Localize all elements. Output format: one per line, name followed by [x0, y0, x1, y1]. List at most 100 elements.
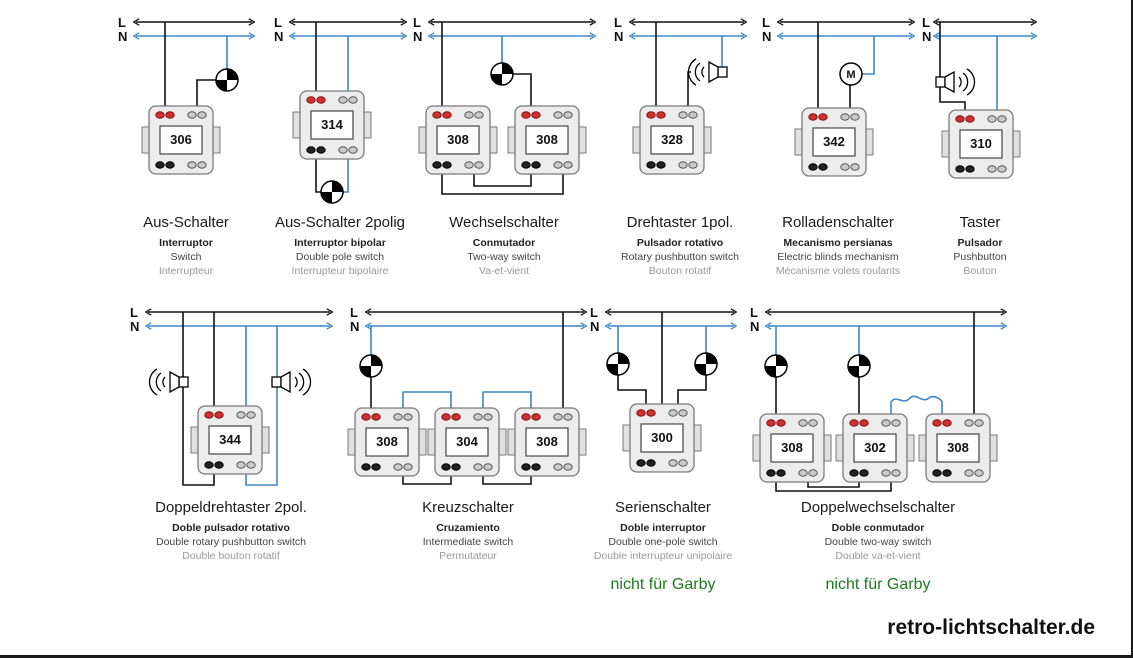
l-label: L — [922, 15, 930, 30]
subtitle-fr: Permutateur — [439, 549, 497, 562]
circuit-taster: L N 310 — [922, 15, 1044, 179]
lamp-icon — [215, 68, 239, 92]
subtitle-en: Intermediate switch — [422, 535, 514, 548]
diagram-card-aus-schalter-2polig: L N 314 Aus-Schalter 2polig Interruptor … — [266, 10, 414, 279]
diagram-card-aus-schalter: L N 306 Aus-Schalter Interruptor Switch … — [110, 10, 262, 279]
mechanism-number: 308 — [781, 440, 803, 455]
subtitle-fr: Double bouton rotatif — [182, 549, 280, 562]
subtitle-es: Pulsador — [957, 237, 1003, 249]
diagram-title: Rolladenschalter — [782, 214, 894, 231]
wiring — [164, 22, 228, 106]
mechanism-number: 308 — [947, 440, 969, 455]
mechanism-number: 306 — [170, 132, 192, 147]
mechanism-number: 308 — [536, 434, 558, 449]
subtitle-es: Interruptor — [159, 237, 213, 249]
l-label: L — [274, 15, 282, 30]
not-for-garby-note: nicht für Garby — [610, 575, 716, 593]
l-label: L — [762, 15, 770, 30]
subtitle-fr: Mécanisme volets roulants — [775, 264, 901, 277]
subtitle-en: Pushbutton — [953, 250, 1007, 263]
wiring — [775, 312, 975, 492]
lamp-icon — [490, 62, 514, 86]
subtitle-es: Mecanismo persianas — [783, 237, 893, 249]
n-label: N — [118, 29, 127, 44]
mechanism-number: 328 — [661, 132, 683, 147]
diagram-card-kreuzschalter: L N 308 304 308 Kreuzschalter Cruzamient… — [342, 300, 594, 564]
n-label: N — [762, 29, 771, 44]
subtitle-en: Double pole switch — [295, 250, 385, 263]
subtitle-en: Rotary pushbutton switch — [621, 250, 739, 263]
diagram-title: Doppeldrehtaster 2pol. — [155, 499, 307, 516]
circuit-doppeldrehtaster: L N 344 — [130, 305, 340, 486]
diagram-title: Doppelwechselschalter — [800, 499, 956, 516]
diagram-card-doppeldrehtaster: L N 344 Doppeldrehtaster 2pol. Doble pul… — [122, 300, 340, 564]
circuit-aus-schalter: L N 306 — [118, 15, 262, 175]
subtitle-en: Switch — [170, 250, 202, 263]
n-label: N — [413, 29, 422, 44]
wiring — [182, 312, 278, 486]
buzzer-icon — [935, 68, 976, 96]
diagram-card-doppelwechselschalter: L N 308 302 308 Doppelwechselschalter Do… — [742, 300, 1014, 594]
mechanism-number: 304 — [456, 434, 478, 449]
subtitle-fr: Bouton rotatif — [648, 264, 712, 277]
circuit-aus-schalter-2polig: L N 314 — [274, 15, 414, 204]
subtitle-es: Doble pulsador rotativo — [172, 522, 290, 534]
subtitle-es: Doble conmutador — [831, 522, 925, 534]
subtitle-es: Doble interruptor — [620, 522, 706, 534]
lamp-icon — [764, 354, 788, 378]
diagram-title: Serienschalter — [615, 499, 711, 516]
lamp-icon — [320, 180, 344, 204]
circuit-drehtaster: L N 328 — [614, 15, 754, 175]
l-label: L — [413, 15, 421, 30]
subtitle-fr: Va-et-vient — [479, 264, 529, 277]
subtitle-es: Pulsador rotativo — [636, 237, 724, 249]
subtitle-fr: Interrupteur — [158, 264, 214, 277]
circuit-rolladenschalter: L N M 342 — [762, 15, 922, 177]
mechanism-number: 314 — [321, 117, 343, 132]
l-label: L — [590, 305, 598, 320]
wiring — [939, 22, 998, 110]
subtitle-fr: Double va-et-vient — [835, 549, 921, 562]
lamp-icon — [359, 354, 383, 378]
n-label: N — [130, 319, 139, 334]
n-label: N — [750, 319, 759, 334]
not-for-garby-note: nicht für Garby — [825, 575, 931, 593]
n-label: N — [350, 319, 359, 334]
diagram-card-drehtaster: L N 328 Drehtaster 1pol. Pulsador rotati… — [606, 10, 754, 279]
circuit-serienschalter: L N 300 — [590, 305, 744, 473]
wiring — [817, 22, 875, 108]
subtitle-fr: Interrupteur bipolaire — [291, 264, 389, 277]
n-label: N — [614, 29, 623, 44]
lamp-icon — [606, 352, 630, 376]
wiring — [370, 312, 564, 485]
l-label: L — [130, 305, 138, 320]
wiring — [441, 22, 564, 195]
diagram-title: Kreuzschalter — [422, 499, 514, 516]
subtitle-fr: Double interrupteur unipolaire — [593, 549, 733, 562]
subtitle-es: Conmutador — [472, 237, 536, 249]
lamp-icon — [847, 354, 871, 378]
l-label: L — [118, 15, 126, 30]
subtitle-en: Double rotary pushbutton switch — [156, 535, 306, 548]
mechanism-number: 308 — [447, 132, 469, 147]
l-label: L — [350, 305, 358, 320]
mechanism-number: 342 — [823, 134, 845, 149]
diagram-card-taster: L N 310 Taster Pulsador Pushbutton Bouto… — [916, 10, 1044, 279]
lamp-icon — [694, 352, 718, 376]
motor-letter: M — [846, 69, 855, 81]
diagram-title: Aus-Schalter — [143, 214, 229, 231]
subtitle-fr: Bouton — [963, 264, 997, 277]
diagram-title: Drehtaster 1pol. — [626, 214, 734, 231]
mechanism-number: 344 — [219, 432, 241, 447]
diagram-title: Wechselschalter — [449, 214, 559, 231]
diagram-card-rolladenschalter: L N M 342 Rolladenschalter Mecanismo per… — [754, 10, 922, 279]
circuit-wechselschalter: L N 308 308 — [413, 15, 603, 195]
subtitle-en: Double two-way switch — [824, 535, 932, 548]
site-logo: retro-lichtschalter.de — [887, 616, 1095, 639]
circuit-kreuzschalter: L N 308 304 308 — [347, 305, 594, 485]
n-label: N — [590, 319, 599, 334]
mechanism-number: 310 — [970, 136, 992, 151]
subtitle-en: Double one-pole switch — [608, 535, 718, 548]
diagram-title: Taster — [959, 214, 1001, 231]
